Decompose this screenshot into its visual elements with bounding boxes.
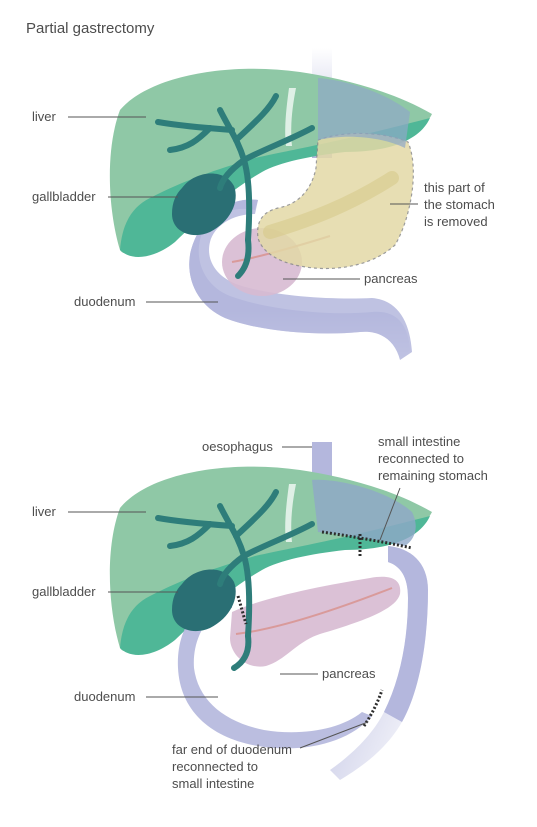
- top-removed-label-2: the stomach: [424, 197, 495, 212]
- top-gallbladder-label: gallbladder: [32, 189, 96, 204]
- top-removed-label-3: is removed: [424, 214, 488, 229]
- diagram-title: Partial gastrectomy: [26, 20, 155, 37]
- bottom-reconnect-stomach-2: reconnected to: [378, 451, 464, 466]
- top-stomach-fold: [263, 171, 399, 239]
- stitch-stomach-join: [321, 530, 413, 550]
- bottom-pancreas-label: pancreas: [322, 666, 376, 681]
- bottom-reconnect-stomach-1: small intestine: [378, 434, 460, 449]
- bottom-reconnect-duodenum-3: small intestine: [172, 776, 254, 791]
- stitch-duodenum-stump: [236, 595, 248, 625]
- bottom-small-intestine-core: [384, 546, 428, 722]
- top-removed-label-1: this part of: [424, 180, 485, 195]
- stitch-duodenum-join: [362, 689, 384, 727]
- bottom-gallbladder-label: gallbladder: [32, 584, 96, 599]
- top-diagram: [109, 48, 433, 360]
- bottom-pancreas: [230, 576, 401, 667]
- top-remaining-stomach: [318, 78, 410, 148]
- top-pancreas-label: pancreas: [364, 271, 418, 286]
- top-labels: liver gallbladder duodenum pancreas this…: [32, 109, 495, 309]
- bottom-duodenum-label: duodenum: [74, 689, 135, 704]
- top-liver-fissure: [285, 88, 296, 146]
- top-liver-label: liver: [32, 109, 57, 124]
- top-bile-ducts: [155, 93, 315, 279]
- bottom-liver-fissure: [285, 484, 296, 542]
- top-duodenum-fill: [189, 199, 412, 360]
- bottom-reconnect-duodenum-2: reconnected to: [172, 759, 258, 774]
- bottom-liver-label: liver: [32, 504, 57, 519]
- bottom-remaining-stomach: [312, 479, 416, 546]
- top-duodenum-label: duodenum: [74, 294, 135, 309]
- bottom-bile-ducts: [155, 489, 315, 671]
- bottom-reconnect-stomach-3: remaining stomach: [378, 468, 488, 483]
- bottom-reconnect-duodenum-1: far end of duodenum: [172, 742, 292, 757]
- bottom-stitch-lines: [236, 530, 413, 727]
- bottom-labels: oesophagus liver gallbladder duodenum pa…: [32, 434, 488, 791]
- bottom-oesophagus-label: oesophagus: [202, 439, 273, 454]
- bottom-diagram: [109, 442, 433, 780]
